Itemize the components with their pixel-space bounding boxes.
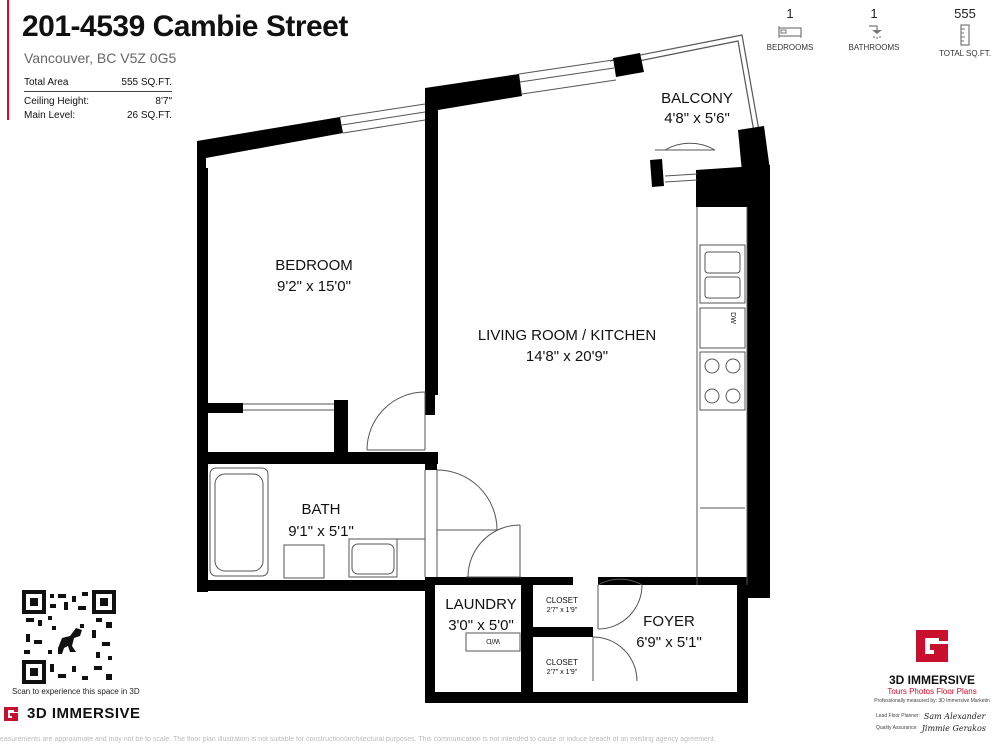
stat-row: Ceiling Height:8'7" xyxy=(24,96,172,107)
qr-caption: Scan to experience this space in 3D xyxy=(12,687,140,696)
bedroom-label: BEDROOM xyxy=(275,257,353,274)
address: Vancouver, BC V5Z 0G5 xyxy=(24,50,177,66)
living-dims: 14'8" x 20'9" xyxy=(526,348,608,365)
bath-fixtures xyxy=(209,467,425,579)
living-label: LIVING ROOM / KITCHEN xyxy=(478,327,656,344)
shower-icon xyxy=(869,25,882,39)
brand-name: 3D IMMERSIVE xyxy=(27,705,141,722)
balcony-label: BALCONY xyxy=(661,90,733,107)
qr-code xyxy=(22,590,116,684)
summary-sqft: 555 TOTAL SQ.FT. xyxy=(939,6,991,58)
walls xyxy=(197,53,770,703)
closet-label: CLOSET xyxy=(546,596,578,605)
brand-tagline: Tours Photos Floor Plans xyxy=(887,687,977,696)
dishwasher-label: DW xyxy=(729,312,736,324)
closet-label: CLOSET xyxy=(546,658,578,667)
balcony-outline xyxy=(609,34,767,171)
stat-row: Main Level:26 SQ.FT. xyxy=(24,110,172,121)
brand-footer: 3D IMMERSIVE xyxy=(3,705,141,722)
closet-dims: 2'7" x 1'9" xyxy=(547,669,578,676)
bath-dims: 9'1" x 5'1" xyxy=(288,523,354,540)
bedroom-dims: 9'2" x 15'0" xyxy=(277,278,351,295)
kitchen-counter xyxy=(699,244,746,509)
laundry-label: LAUNDRY xyxy=(445,596,516,613)
credit-row: Quality Assurance:Jimmie Gerakos xyxy=(876,723,986,733)
windows xyxy=(339,59,698,183)
credit-row: Lead Floor Planner:Sam Alexander xyxy=(876,711,986,721)
foyer-label: FOYER xyxy=(643,613,695,630)
brand-name: 3D IMMERSIVE xyxy=(888,673,975,687)
closet-dims: 2'7" x 1'9" xyxy=(547,607,578,614)
summary-bedrooms: 1 BEDROOMS xyxy=(766,6,814,52)
doors xyxy=(366,142,716,682)
laundry-dims: 3'0" x 5'0" xyxy=(448,617,514,634)
brand-panel: 3D IMMERSIVE Tours Photos Floor Plans Pr… xyxy=(872,628,992,704)
bed-icon xyxy=(778,26,802,38)
brand-logo-icon xyxy=(4,706,18,721)
ruler-icon xyxy=(960,24,970,46)
accent-line xyxy=(7,0,9,120)
credits: Lead Floor Planner:Sam Alexander Quality… xyxy=(876,710,988,734)
foyer-dims: 6'9" x 5'1" xyxy=(636,634,702,651)
bath-label: BATH xyxy=(302,501,341,518)
measured-by: Professionally measured by: 3D Immersive… xyxy=(874,698,990,704)
page-title: 201-4539 Cambie Street xyxy=(22,10,348,43)
summary-bathrooms: 1 BATHROOMS xyxy=(848,6,900,52)
brand-logo-icon xyxy=(916,630,948,662)
partitions xyxy=(243,207,748,585)
balcony-dims: 4'8" x 5'6" xyxy=(664,110,730,127)
disclaimer: easurements are approximate and may not … xyxy=(0,736,716,743)
washer-dryer-label: W/D xyxy=(486,637,500,644)
washer-dryer xyxy=(465,632,521,652)
